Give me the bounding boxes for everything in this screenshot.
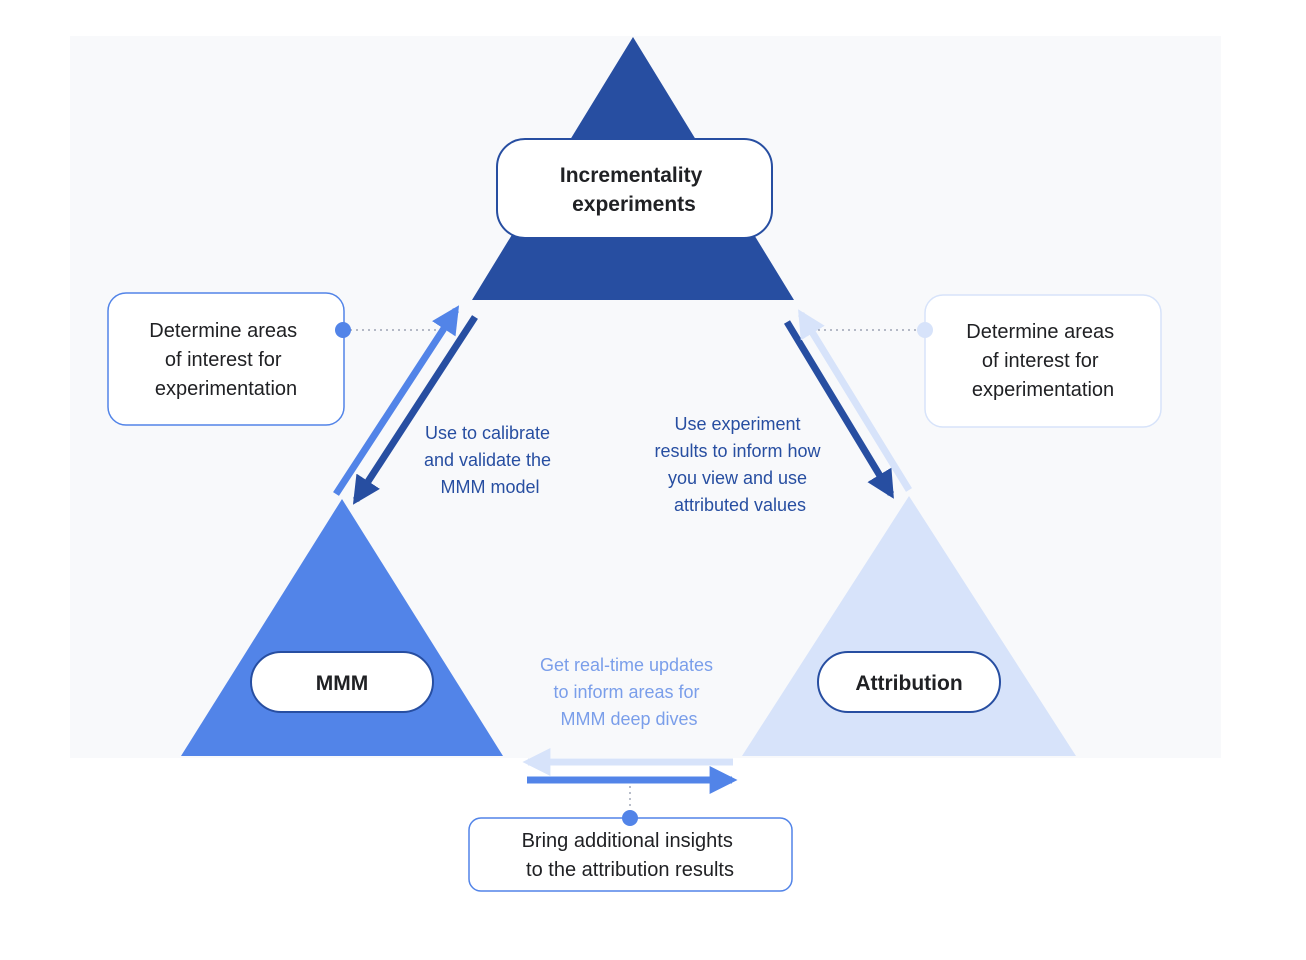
arrow-attribution-to-experiments	[798, 309, 912, 492]
node-box	[496, 138, 773, 239]
callout-line-3: experimentation	[972, 379, 1114, 401]
node-mmm: MMM	[250, 651, 434, 713]
edge-label-left: Use to calibrate and validate the MMM mo…	[424, 423, 556, 497]
callout-line-1: Bring additional insights	[522, 830, 733, 852]
callout-line-2: to the attribution results	[526, 859, 734, 881]
node-label-line-1: Incrementality	[560, 164, 703, 187]
edge-label-line-1: Use experiment	[674, 414, 800, 434]
arrow-experiments-to-attribution	[784, 320, 894, 499]
node-label-line-2: experiments	[572, 193, 696, 216]
arrow-mmm-to-experiments	[333, 305, 460, 496]
callout-dot	[335, 322, 351, 338]
edge-label-line-1: Get real-time updates	[540, 655, 713, 675]
node-attribution: Attribution	[817, 651, 1001, 713]
callout-dot	[917, 322, 933, 338]
callout-bottom: Bring additional insights to the attribu…	[468, 786, 793, 892]
node-label: Attribution	[855, 672, 962, 695]
edge-label-line-1: Use to calibrate	[425, 423, 550, 443]
callout-dot	[622, 810, 638, 826]
arrow-experiments-to-mmm	[352, 315, 478, 505]
callout-right: Determine areas of interest for experime…	[818, 294, 1162, 428]
callout-line-3: experimentation	[155, 378, 297, 400]
node-box	[250, 651, 434, 713]
callout-text: Bring additional insights to the attribu…	[522, 830, 739, 881]
callout-line-1: Determine areas	[966, 321, 1114, 343]
callout-text: Determine areas of interest for experime…	[149, 320, 302, 400]
edge-label-line-2: to inform areas for	[553, 682, 699, 702]
callout-line-1: Determine areas	[149, 320, 297, 342]
callout-line-2: of interest for	[982, 350, 1099, 372]
callout-box	[107, 292, 345, 426]
edge-label-line-2: and validate the	[424, 450, 551, 470]
edge-label-line-4: attributed values	[674, 495, 806, 515]
node-label: Incrementality experiments	[560, 164, 708, 216]
node-label: MMM	[316, 672, 368, 695]
callout-text: Determine areas of interest for experime…	[966, 321, 1119, 401]
callout-box	[924, 294, 1162, 428]
edge-label-line-3: you view and use	[668, 468, 807, 488]
callout-left: Determine areas of interest for experime…	[107, 292, 440, 426]
edge-label-line-3: MMM model	[440, 477, 539, 497]
node-box	[817, 651, 1001, 713]
node-incrementality-experiments: Incrementality experiments	[496, 138, 773, 239]
edge-label-line-3: MMM deep dives	[560, 709, 697, 729]
edge-label-line-2: results to inform how	[654, 441, 821, 461]
edge-label-bottom: Get real-time updates to inform areas fo…	[540, 655, 718, 729]
callout-line-2: of interest for	[165, 349, 282, 371]
edge-label-right: Use experiment results to inform how you…	[654, 414, 825, 515]
